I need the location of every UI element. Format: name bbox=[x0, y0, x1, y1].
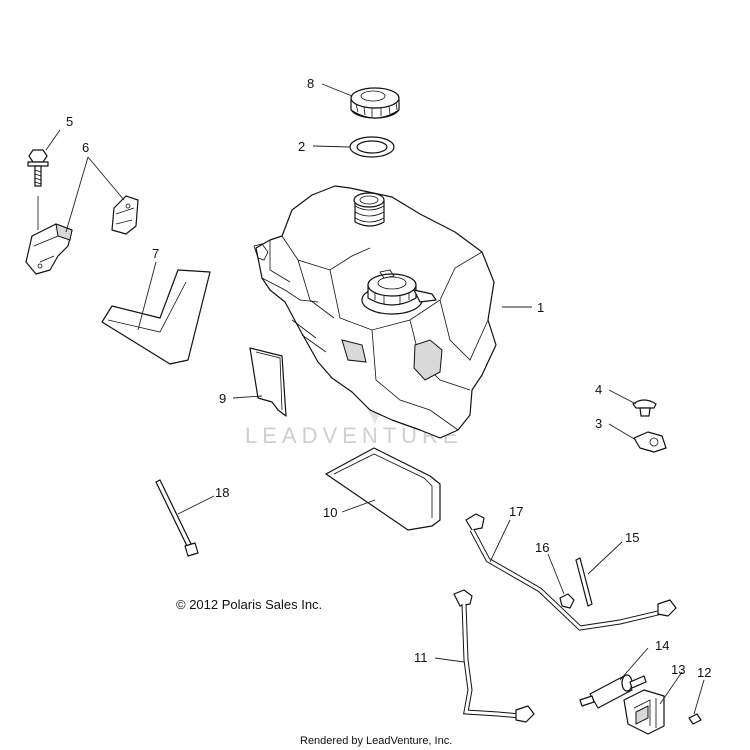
callout-4: 4 bbox=[595, 382, 602, 397]
callout-2: 2 bbox=[298, 139, 305, 154]
part-17-fuel-line[interactable] bbox=[465, 513, 677, 631]
part-8-fuel-cap[interactable] bbox=[350, 87, 400, 119]
callout-8: 8 bbox=[307, 76, 314, 91]
part-14-fuel-filter[interactable] bbox=[579, 674, 647, 709]
callout-18: 18 bbox=[215, 485, 229, 500]
callout-11: 11 bbox=[414, 650, 428, 665]
copyright-notice: © 2012 Polaris Sales Inc. bbox=[176, 597, 322, 612]
part-2-cap-gasket[interactable] bbox=[349, 136, 395, 158]
callout-17: 17 bbox=[509, 504, 523, 519]
part-15-vent-tube[interactable] bbox=[575, 557, 593, 607]
part-5-flange-bolt[interactable] bbox=[27, 149, 49, 230]
callout-16: 16 bbox=[535, 540, 549, 555]
part-12-screw[interactable] bbox=[688, 713, 702, 725]
callout-9: 9 bbox=[219, 391, 226, 406]
callout-7: 7 bbox=[152, 246, 159, 261]
part-1-fuel-tank[interactable] bbox=[253, 185, 497, 439]
callout-15: 15 bbox=[625, 530, 639, 545]
rendered-by-footer: Rendered by LeadVenture, Inc. bbox=[300, 735, 452, 747]
part-18-strap[interactable] bbox=[155, 479, 199, 557]
part-4-push-rivet[interactable] bbox=[632, 399, 657, 417]
leader-lines bbox=[45, 83, 705, 715]
part-16-grommet[interactable] bbox=[559, 593, 575, 609]
part-11-pump-harness[interactable] bbox=[453, 589, 535, 723]
callout-12: 12 bbox=[697, 665, 711, 680]
callout-13: 13 bbox=[671, 662, 685, 677]
part-9-foam-pad[interactable] bbox=[249, 347, 287, 417]
part-7-tank-pad[interactable] bbox=[101, 269, 211, 365]
callout-5: 5 bbox=[66, 114, 73, 129]
part-3-clip[interactable] bbox=[633, 431, 667, 453]
callout-3: 3 bbox=[595, 416, 602, 431]
callout-6: 6 bbox=[82, 140, 89, 155]
callout-10: 10 bbox=[323, 505, 337, 520]
part-13-filter-bracket[interactable] bbox=[623, 689, 665, 735]
part-6-tank-brackets[interactable] bbox=[25, 195, 139, 275]
callout-1: 1 bbox=[537, 300, 544, 315]
callout-labels: 8 2 1 5 6 7 9 10 4 3 18 17 16 15 11 14 1… bbox=[66, 76, 711, 680]
callout-14: 14 bbox=[655, 638, 669, 653]
part-10-heat-shield[interactable] bbox=[325, 447, 441, 531]
